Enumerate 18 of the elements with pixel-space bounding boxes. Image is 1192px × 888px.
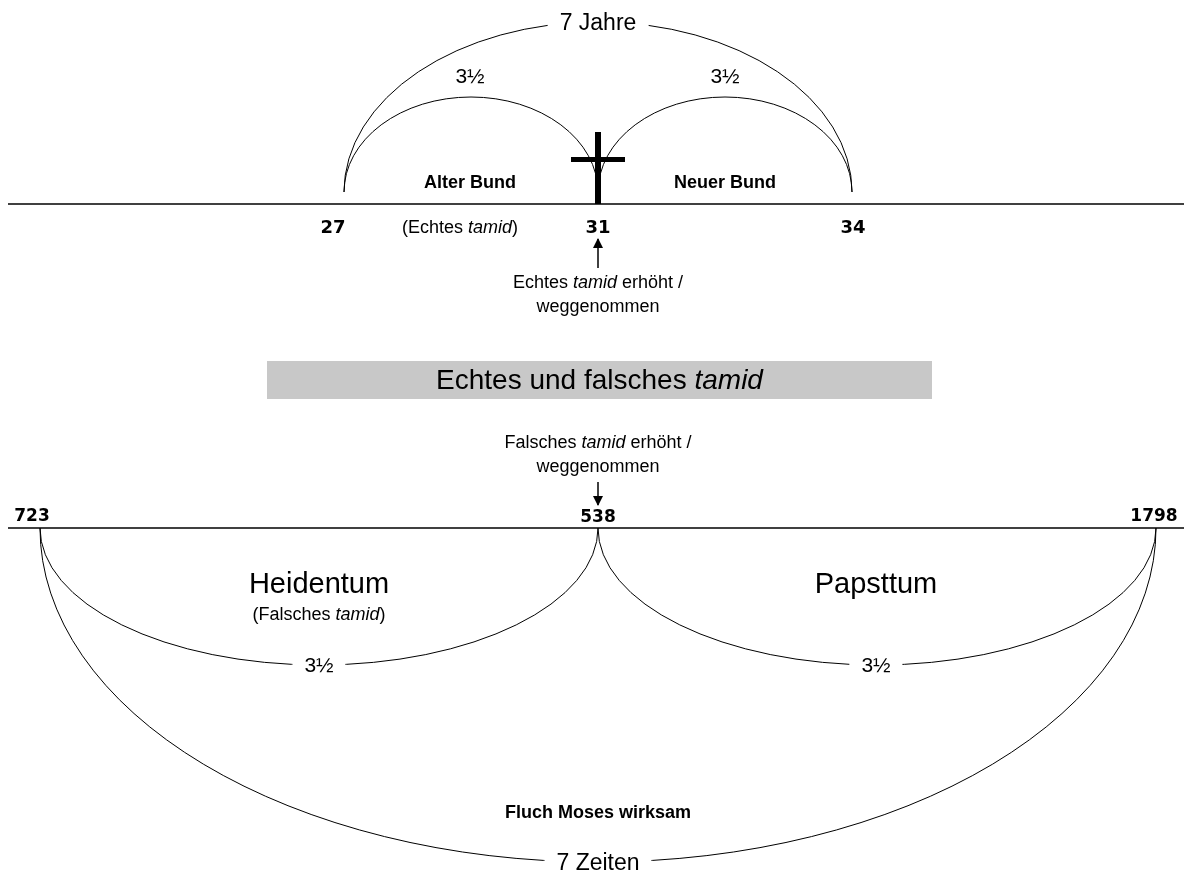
text-note: Falsches tamid erhöht / weggenommen	[478, 430, 718, 480]
title-band: Echtes und falsches tamid	[267, 361, 932, 399]
timeline-label: 1798	[1130, 505, 1178, 527]
arrow	[593, 481, 603, 506]
timeline-label: 34	[840, 215, 866, 239]
timeline-label: (Echtes tamid)	[402, 215, 518, 239]
timeline-label: 27	[320, 215, 346, 239]
timeline-label: (Falsches tamid)	[252, 602, 386, 626]
timeline-label: Fluch Moses wirksam	[504, 800, 692, 824]
year-label: 538	[576, 506, 620, 526]
timeline-label: Neuer Bund	[674, 170, 776, 194]
timeline-label: Alter Bund	[424, 170, 516, 194]
timeline-label: 723	[14, 505, 50, 527]
year-label: 31	[582, 216, 614, 238]
text-note: Echtes tamid erhöht / weggenommen	[488, 270, 708, 320]
arrow	[593, 238, 603, 269]
timeline-label: Heidentum	[248, 565, 390, 601]
timeline-label: Papsttum	[814, 565, 938, 601]
